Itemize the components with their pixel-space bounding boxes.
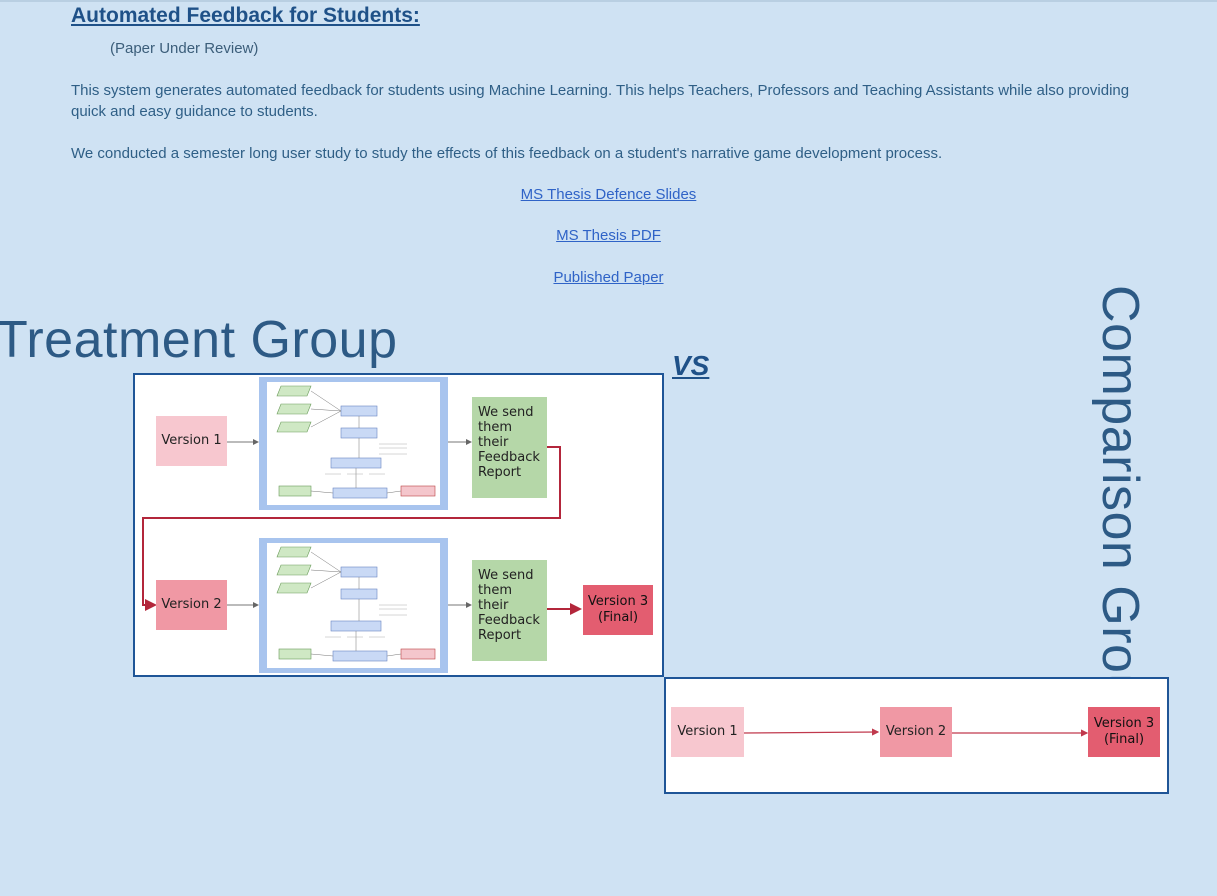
treatment-version-3-final: Version 3 (Final) (583, 585, 653, 635)
feedback-pipeline-diagram (259, 377, 448, 510)
treatment-version-2: Version 2 (156, 580, 227, 630)
feedback-report-step-1: We send them their Feedback Report (472, 397, 547, 498)
treatment-figure: Version 1 (133, 373, 664, 677)
vs-label: VS (672, 350, 710, 381)
treatment-group-label: Treatment Group (0, 311, 398, 369)
comparison-arrows (743, 728, 1089, 737)
review-status: (Paper Under Review) (110, 40, 259, 57)
feedback-report-step-2: We send them their Feedback Report (472, 560, 547, 661)
comparison-figure: Version 1 Version 2 Version 3 (Final) (664, 677, 1169, 794)
treatment-arrows (142, 439, 582, 615)
comparison-version-1: Version 1 (671, 707, 744, 757)
published-paper-link[interactable]: Published Paper (553, 269, 664, 286)
description-paragraph: This system generates automated feedback… (71, 82, 1130, 120)
comparison-version-2: Version 2 (880, 707, 952, 757)
page-title: Automated Feedback for Students: (71, 4, 420, 27)
top-border (0, 0, 1217, 2)
study-paragraph: We conducted a semester long user study … (71, 145, 943, 162)
pipeline-flow-2 (276, 546, 436, 662)
pipeline-flow-1 (276, 385, 436, 499)
thesis-pdf-link[interactable]: MS Thesis PDF (556, 227, 661, 244)
treatment-version-1: Version 1 (156, 416, 227, 466)
feedback-pipeline-diagram-2 (259, 538, 448, 673)
comparison-version-3-final: Version 3 (Final) (1088, 707, 1160, 757)
comparison-group-label: Comparison Group (1091, 285, 1149, 733)
thesis-slides-link[interactable]: MS Thesis Defence Slides (520, 186, 697, 203)
